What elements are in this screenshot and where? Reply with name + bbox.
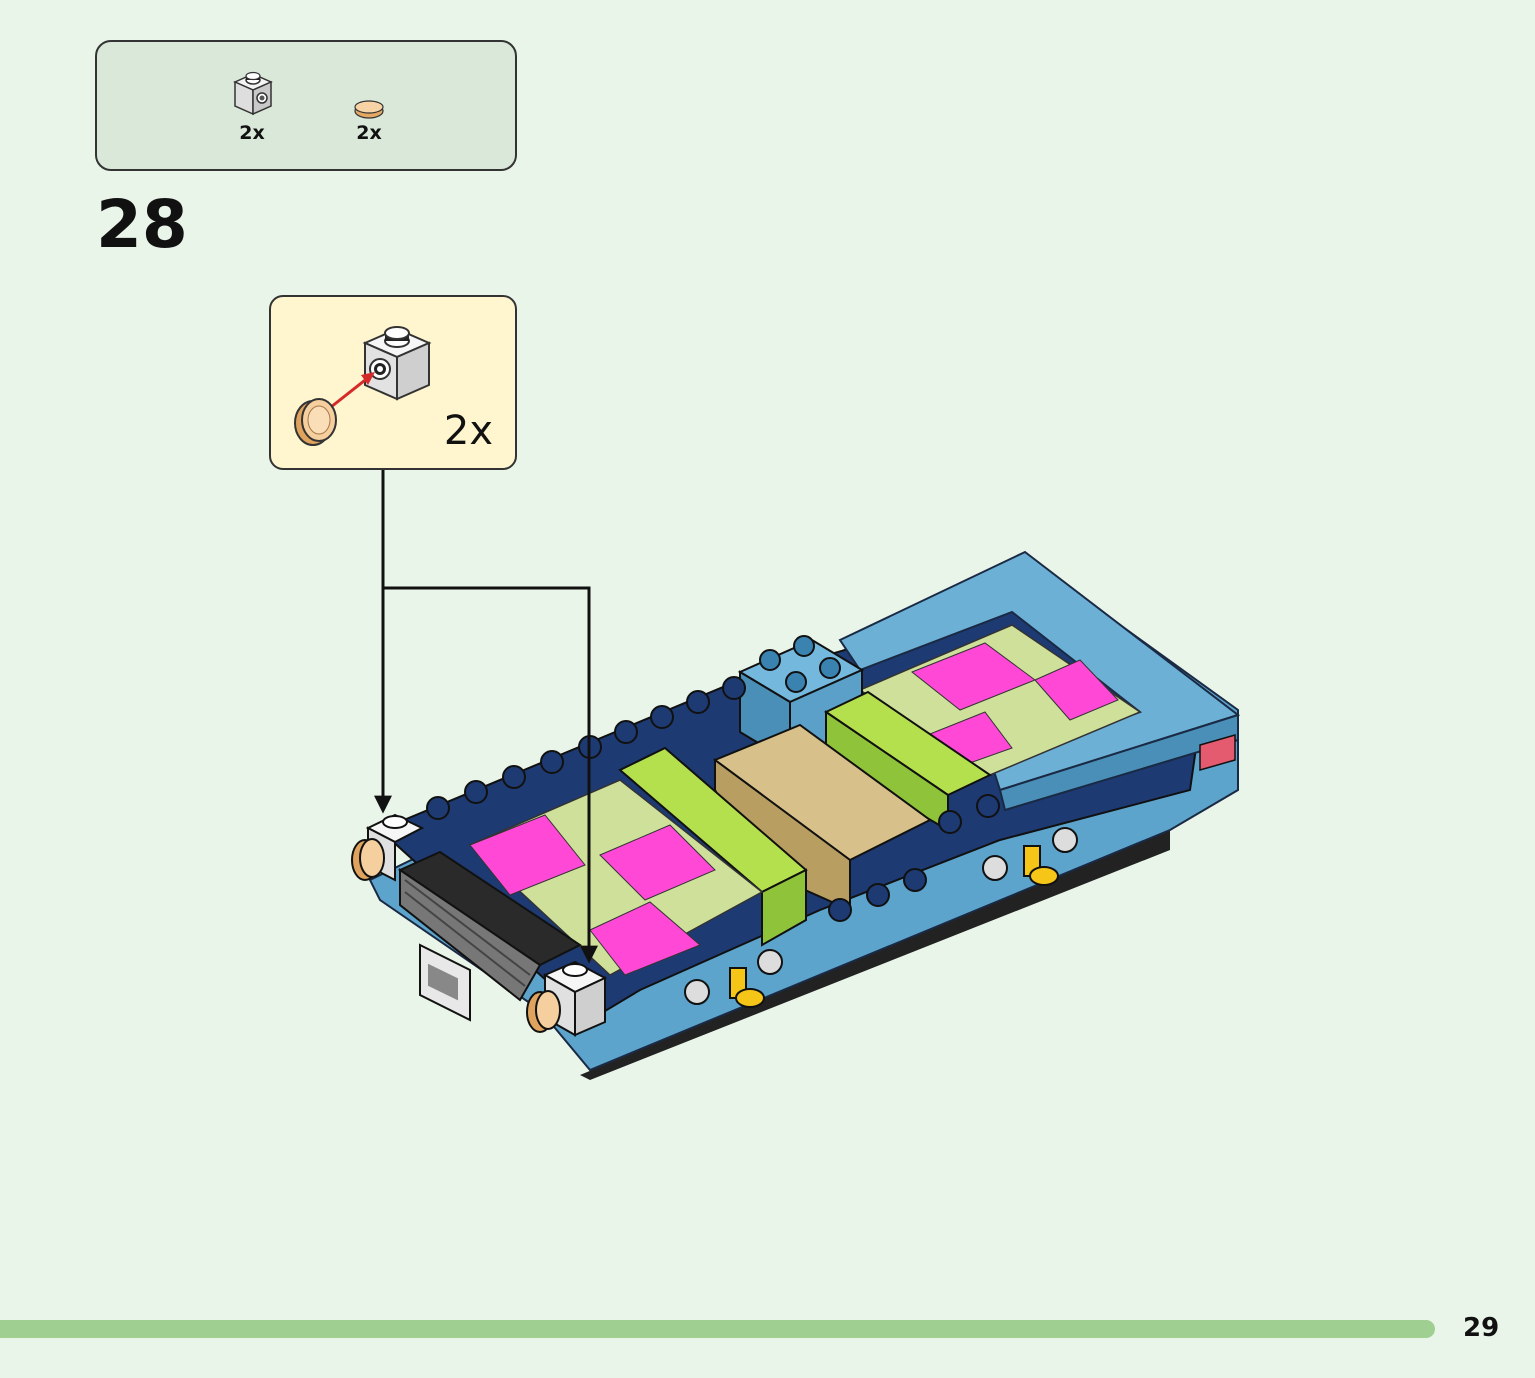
parts-item-quantity: 2x <box>356 122 382 144</box>
license-plate <box>419 943 471 1022</box>
tan-round-tile-icon <box>294 398 337 446</box>
chassis-shadow <box>580 830 1170 1080</box>
front-lime-seat-back <box>618 746 808 947</box>
parts-item-tan-tile: 2x <box>349 98 389 144</box>
subassembly-illustration <box>294 326 432 446</box>
wheel-axle-front <box>684 949 783 1008</box>
subassembly-callout: 2x <box>269 295 517 470</box>
front-seat <box>468 779 764 976</box>
tan-headlight-right <box>526 990 561 1033</box>
attach-arrow-icon <box>330 372 375 409</box>
placement-arrows <box>374 470 598 964</box>
page-number: 29 <box>1463 1313 1500 1343</box>
tan-headlight-left <box>351 838 385 881</box>
front-grille <box>397 850 582 1002</box>
parts-item-white-brick: 2x <box>229 68 275 144</box>
callout-quantity: 2x <box>443 408 493 454</box>
step-number: 28 <box>96 186 188 263</box>
tail-light <box>1199 734 1236 771</box>
wheel-axle-rear <box>982 827 1078 886</box>
side-studs <box>426 676 1000 922</box>
tan-round-tile-icon <box>354 100 384 119</box>
white-brick-side-stud-icon <box>233 71 273 116</box>
rear-lime-seat-back <box>823 690 993 832</box>
parts-list-box: 2x 2x <box>95 40 517 171</box>
progress-bar <box>0 1320 1435 1338</box>
tan-floor-plate <box>712 723 932 912</box>
parts-item-quantity: 2x <box>239 122 265 144</box>
white-brick-icon <box>362 326 432 401</box>
rear-seat <box>858 624 1142 776</box>
